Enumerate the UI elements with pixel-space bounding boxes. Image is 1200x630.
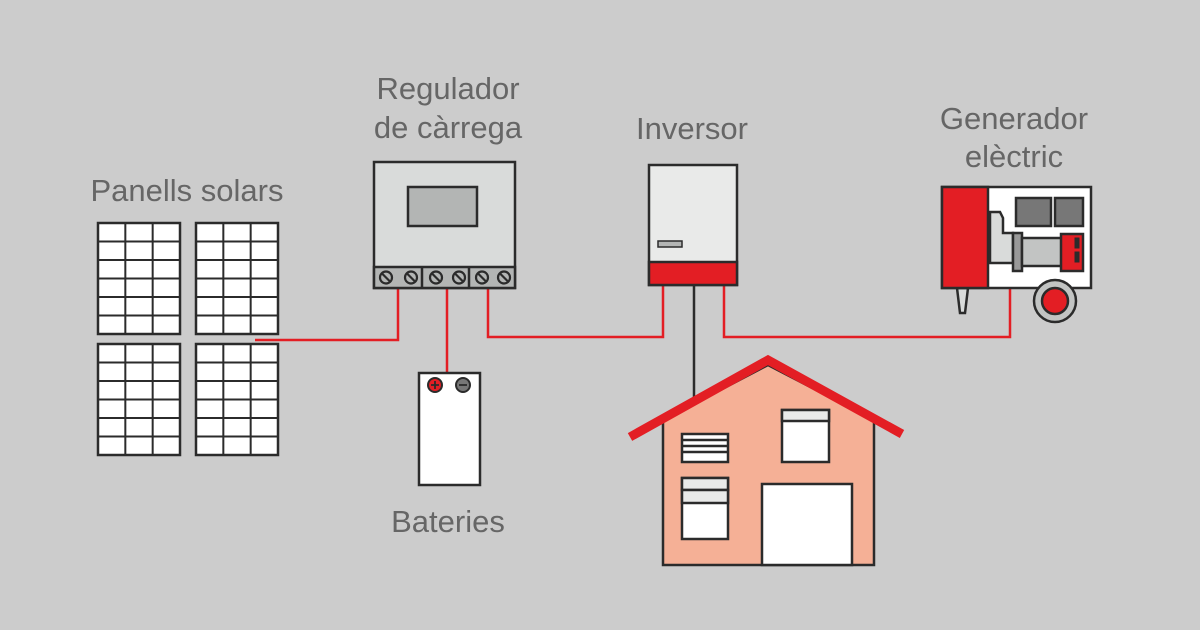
screw-icon — [403, 270, 419, 285]
label-generator-1: Generador — [939, 101, 1089, 136]
roof — [627, 354, 905, 441]
screw-icon — [496, 270, 512, 285]
inverter — [647, 163, 739, 287]
house — [627, 354, 905, 567]
battery — [417, 371, 482, 487]
label-generator-2: elèctric — [964, 139, 1064, 174]
label-charge-controller-1: Regulador — [376, 71, 520, 106]
red-wires — [255, 285, 1012, 373]
charge-controller — [372, 160, 517, 290]
generator — [940, 185, 1093, 324]
label-inverter: Inversor — [636, 111, 748, 146]
solar-panel — [96, 342, 182, 457]
screw-icon — [474, 270, 490, 285]
solar-panel — [96, 221, 182, 336]
screw-icon — [378, 270, 394, 285]
controller-display — [406, 185, 479, 228]
solar-panel — [194, 221, 280, 336]
screw-icon — [428, 270, 444, 285]
label-solar-panels: Panells solars — [90, 173, 284, 208]
terminal-screws — [378, 270, 512, 285]
solar-panels — [96, 221, 280, 457]
solar-panel — [194, 342, 280, 457]
label-batteries: Bateries — [391, 504, 505, 539]
screw-icon — [451, 270, 467, 285]
label-charge-controller-2: de càrrega — [373, 110, 523, 145]
